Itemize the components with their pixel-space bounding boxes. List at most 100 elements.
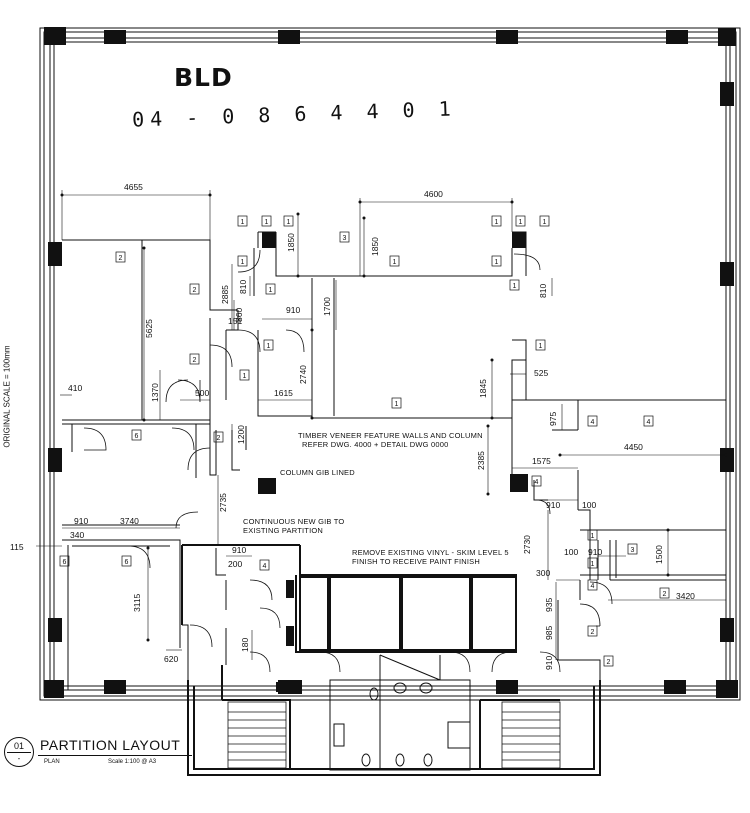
dimension-label: 810: [538, 284, 548, 298]
dimension-label: 5625: [144, 319, 154, 338]
dimension-label: 3420: [676, 591, 695, 601]
tag-label: 2: [119, 255, 123, 262]
dimension-label: 4655: [124, 182, 143, 192]
tag-label: 1: [591, 533, 595, 540]
dimension-label: 810: [238, 280, 248, 294]
service-core: [181, 544, 601, 776]
exterior-wall: [39, 27, 741, 701]
perimeter-columns: [44, 27, 738, 698]
tag-label: 4: [591, 419, 595, 426]
tag-1-268-346: 1: [263, 339, 274, 351]
tag-3-632-550: 3: [627, 543, 638, 555]
tag-label: 2: [663, 591, 667, 598]
dimension-label: 975: [548, 412, 558, 426]
original-scale-note: ORIGINAL SCALE = 100mm: [2, 345, 12, 448]
dimension-label: 3740: [120, 516, 139, 526]
tag-2-592-632: 2: [587, 625, 598, 637]
note-gib: CONTINUOUS NEW GIB TO EXISTING PARTITION: [243, 517, 344, 535]
tag-2-608-662: 2: [603, 655, 614, 667]
tag-6-126-562: 6: [121, 555, 132, 567]
tag-label: 1: [243, 373, 247, 380]
drawing-title-block: 01 - PARTITION LAYOUT PLAN Scale 1:100 @…: [4, 735, 192, 775]
tag-1-496-220: 1: [491, 215, 502, 227]
dimension-label: 4450: [624, 442, 643, 452]
dimension-label: 2885: [220, 285, 230, 304]
tag-label: 6: [125, 559, 129, 566]
tag-1-520-220: 1: [515, 215, 526, 227]
dimension-label: 340: [70, 530, 84, 540]
tag-label: 1: [495, 259, 499, 266]
note-line: FINISH TO RECEIVE PAINT FINISH: [352, 557, 480, 566]
dimension-label: 1200: [236, 425, 246, 444]
dimension-label: 180: [240, 638, 250, 652]
dimension-label: 200: [228, 559, 242, 569]
dimension-label: 910: [74, 516, 88, 526]
tag-1-592-564: 1: [587, 557, 598, 569]
dimension-label: 2385: [476, 451, 486, 470]
tag-label: 1: [543, 219, 547, 226]
dimension-label: 1850: [286, 233, 296, 252]
tag-4-592-422: 4: [587, 415, 598, 427]
dimension-label: 910: [232, 545, 246, 555]
dimension-label: 1370: [150, 383, 160, 402]
dimension-label: 1700: [322, 297, 332, 316]
dimension-lines: [36, 190, 726, 660]
circle-divider: [7, 752, 31, 753]
tag-1-244-376: 1: [239, 369, 250, 381]
dimension-label: 100: [564, 547, 578, 557]
stamp-title: BLD: [174, 63, 233, 92]
tag-1-514-286: 1: [509, 279, 520, 291]
interior-partitions: [62, 231, 727, 690]
tag-label: 2: [193, 287, 197, 294]
note-vinyl: REMOVE EXISTING VINYL - SKIM LEVEL 5 FIN…: [352, 548, 509, 566]
tag-label: 2: [217, 435, 221, 442]
dimension-label: 910: [546, 500, 560, 510]
tag-1-264-220: 1: [261, 215, 272, 227]
note-line: EXISTING PARTITION: [243, 526, 323, 535]
dimension-label: 1500: [654, 545, 664, 564]
tag-label: 1: [267, 343, 271, 350]
tag-4-648-422: 4: [643, 415, 654, 427]
dimension-label: 100: [582, 500, 596, 510]
tag-label: 2: [591, 629, 595, 636]
note-column: COLUMN GIB LINED: [280, 468, 355, 477]
tag-1-396-404: 1: [391, 397, 402, 409]
drawing-scale: Scale 1:100 @ A3: [108, 759, 157, 765]
dimension-label: 2735: [218, 493, 228, 512]
dimension-label: 935: [544, 598, 554, 612]
note-line: CONTINUOUS NEW GIB TO: [243, 517, 345, 526]
dimension-label: 410: [68, 383, 82, 393]
tag-label: 6: [63, 559, 67, 566]
dimension-label: 300: [536, 568, 550, 578]
tag-4-592-586: 4: [587, 579, 598, 591]
tag-label: 6: [135, 433, 139, 440]
stair-treads: [227, 701, 561, 769]
drawing-number-circle: 01 -: [4, 737, 34, 767]
drawing-number: 01: [13, 741, 24, 751]
tag-label: 4: [535, 479, 539, 486]
drawing-sheet: -: [17, 754, 21, 763]
dimension-label: 525: [534, 368, 548, 378]
dimension-label: 2740: [298, 365, 308, 384]
tag-2-194-360: 2: [189, 353, 200, 365]
tag-2-218-438: 2: [213, 431, 224, 443]
tag-1-496-262: 1: [491, 255, 502, 267]
tag-4-536-482: 4: [531, 475, 542, 487]
tag-3-344-238: 3: [339, 231, 350, 243]
dimension-label: 1575: [532, 456, 551, 466]
tag-1-268-290: 1: [265, 283, 276, 295]
tag-label: 1: [591, 561, 595, 568]
note-line: REMOVE EXISTING VINYL - SKIM LEVEL 5: [352, 548, 509, 557]
tag-label: 1: [269, 287, 273, 294]
dimension-label: 115: [10, 542, 24, 552]
tag-6-136-436: 6: [131, 429, 142, 441]
note-line: REFER DWG. 4000 + DETAIL DWG 0000: [302, 440, 449, 449]
partition-tags: 1 1 1 1 1 1 1 3 1 1 1 1 2 2 2 1 1 1 1 4 …: [59, 215, 670, 667]
dimension-label: 1850: [370, 237, 380, 256]
dimension-label: 500: [195, 388, 209, 398]
tag-1-240-260: 1: [237, 255, 248, 267]
dimension-labels: 4655 4600 1850 1850 2885 810 860 151 910…: [10, 182, 695, 670]
tag-label: 4: [591, 583, 595, 590]
